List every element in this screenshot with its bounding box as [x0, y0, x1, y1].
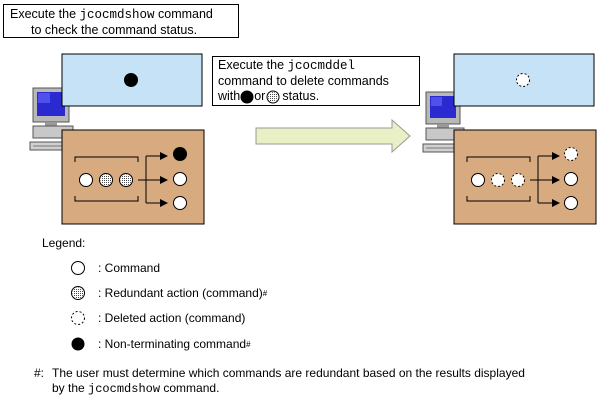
footnote-mark: # — [262, 288, 268, 298]
deleted-action-icon — [511, 173, 525, 187]
redundant-action-icon — [266, 90, 280, 103]
footnote: #: The user must determine which command… — [34, 366, 604, 397]
command-circle-icon — [564, 172, 578, 186]
legend-item: : Redundant action (command)# — [70, 285, 267, 301]
deleted-action-icon — [71, 311, 85, 325]
callout-check-status: Execute the jcocmdshow command to check … — [3, 4, 239, 38]
non-terminating-command-icon — [71, 337, 85, 351]
left-system — [29, 53, 205, 225]
redundant-action-icon — [99, 173, 113, 187]
legend-title: Legend: — [42, 236, 86, 250]
legend-label: : Command — [98, 261, 161, 275]
callout-text: command to delete commands — [218, 74, 389, 88]
legend-label: : Deleted action (command) — [98, 311, 246, 325]
deleted-action-icon — [491, 173, 505, 187]
deleted-action-icon — [516, 73, 530, 87]
non-terminating-command-icon — [124, 73, 138, 87]
command-circle-icon — [471, 173, 485, 187]
legend-label: : Non-terminating command — [98, 337, 247, 351]
redundant-action-icon — [71, 286, 85, 300]
callout-delete-commands: Execute the jcocmddel command to delete … — [212, 56, 420, 106]
footnote-text: by the — [52, 381, 89, 395]
callout-text: Execute the — [218, 58, 288, 72]
footnote-text: The user must determine which commands a… — [52, 366, 525, 380]
legend-item: : Command — [70, 260, 160, 276]
callout-text: Execute the — [10, 7, 80, 21]
legend-label: : Redundant action (command) — [98, 286, 263, 300]
callout-text: status. — [282, 89, 320, 103]
callout-text: or — [254, 89, 266, 103]
right-system — [422, 53, 597, 225]
command-name: jcocmdshow — [88, 382, 161, 396]
callout-text: with — [218, 89, 241, 103]
command-circle-icon — [173, 196, 187, 210]
redundant-action-icon — [119, 173, 133, 187]
command-circle-icon — [79, 173, 93, 187]
legend-item: : Non-terminating command# — [70, 336, 251, 352]
transition-arrow — [255, 118, 411, 154]
command-circle-icon — [173, 172, 187, 186]
footnote-text: command. — [160, 381, 220, 395]
command-circle-icon — [564, 196, 578, 210]
footnote-mark: #: — [34, 366, 45, 380]
command-name: jcocmdshow — [79, 8, 155, 22]
non-terminating-command-icon — [240, 90, 254, 103]
legend-item: : Deleted action (command) — [70, 310, 245, 326]
diagram — [29, 53, 597, 225]
callout-text: command — [154, 7, 213, 21]
command-name: jcocmddel — [287, 59, 356, 73]
callout-text: to check the command status. — [31, 23, 198, 37]
deleted-action-icon — [564, 147, 578, 161]
non-terminating-command-icon — [173, 147, 187, 161]
footnote-mark: # — [246, 339, 251, 349]
command-circle-icon — [71, 261, 85, 275]
